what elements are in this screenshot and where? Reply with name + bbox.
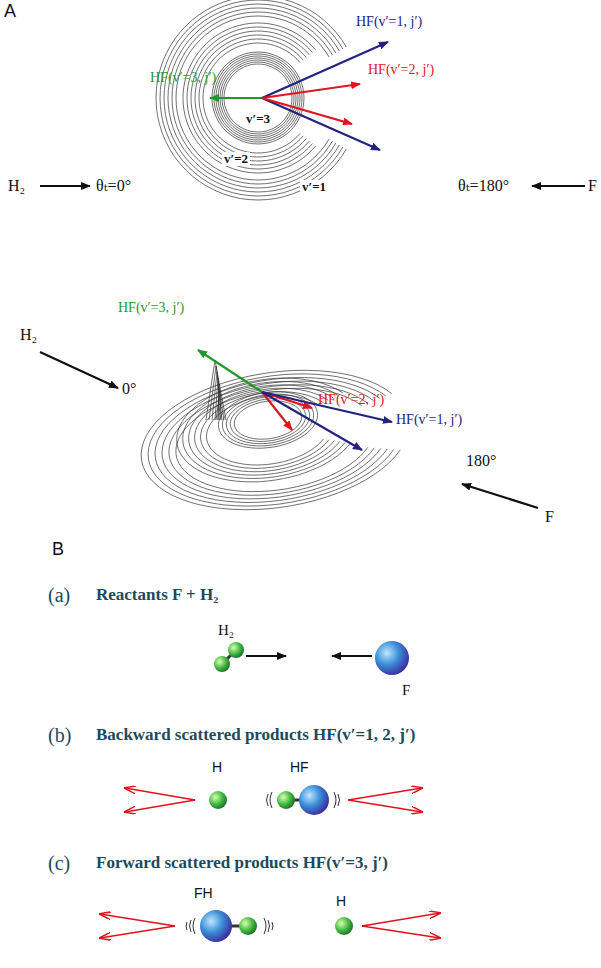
figure-label: HF	[290, 760, 309, 775]
figure-label: v′=1	[300, 180, 328, 194]
figure-label: H	[212, 760, 222, 775]
figure-label: θₜ=180°	[458, 177, 509, 195]
figure-label: v′=3	[244, 112, 272, 126]
figure-label: v′=2	[222, 152, 250, 166]
figure-label: Reactants F + H₂	[96, 586, 218, 605]
figure-label: F	[545, 508, 554, 526]
velocity-arrows	[40, 42, 585, 508]
figure-label: (b)	[48, 724, 71, 746]
figure-label: (c)	[48, 852, 70, 874]
figure-label: HF(v′=1, j′)	[396, 412, 462, 427]
figure-label: HF(v′=2, j′)	[368, 62, 434, 77]
figure-label: HF(v′=3, j′)	[118, 300, 184, 315]
figure-label: H₂	[20, 326, 37, 344]
figure-label: F	[402, 682, 410, 699]
figure-label: A	[4, 2, 16, 22]
figure-label: 0°	[122, 380, 136, 398]
figure-label: HF(v′=3, j′)	[150, 70, 216, 85]
figure-label: H₂	[218, 622, 234, 639]
figure-label: HF(v′=1, j′)	[356, 14, 422, 29]
figure-label: FH	[194, 886, 213, 901]
figure-label: F	[588, 177, 597, 195]
figure-label: 180°	[466, 452, 496, 470]
figure-label: Forward scattered products HF(v′=3, j′)	[96, 854, 388, 873]
figure-label: (a)	[48, 584, 70, 606]
figure-label: Backward scattered products HF(v′=1, 2, …	[96, 726, 415, 745]
figure-label: H₂	[8, 177, 25, 195]
figure-label: B	[52, 540, 64, 560]
figure-label: HF(v′=2, j′)	[318, 392, 384, 407]
molecule-cartoons	[100, 641, 440, 942]
contour-plot	[141, 0, 400, 510]
figure-label: H	[336, 894, 346, 909]
figure-label: θₜ=0°	[96, 177, 131, 195]
